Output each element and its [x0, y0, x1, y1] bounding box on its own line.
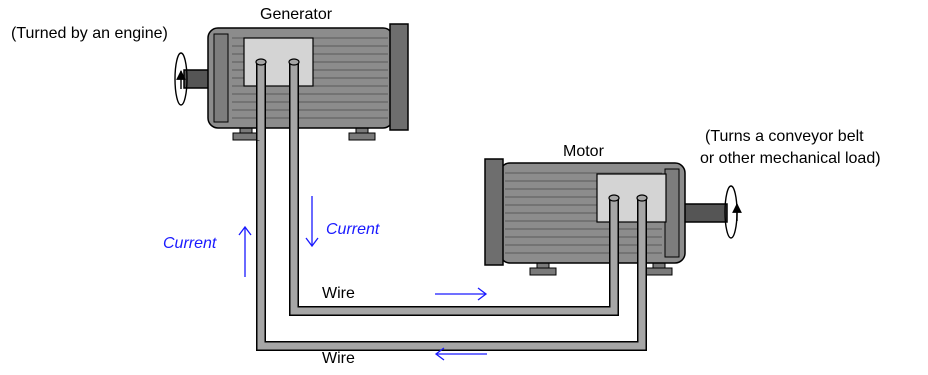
motor-label: Motor: [563, 143, 605, 160]
current-down-arrow-icon: [306, 196, 318, 246]
wire-bottom-label: Wire: [322, 350, 355, 367]
motor-end-bell: [485, 159, 503, 265]
generator-shaft: [184, 70, 210, 88]
motor-terminal-box: [597, 174, 666, 222]
load-note-line1: (Turns a conveyor belt: [705, 128, 864, 145]
engine-note: (Turned by an engine): [11, 25, 168, 42]
motor-shaft: [683, 204, 727, 222]
flow-right-arrow-icon: [435, 288, 486, 300]
motor: [485, 159, 727, 275]
current-left-label: Current: [163, 235, 217, 252]
generator-label: Generator: [260, 6, 333, 23]
generator-end-bell: [390, 24, 408, 130]
current-right-label: Current: [326, 221, 380, 238]
current-up-arrow-icon: [239, 227, 251, 277]
wire-top-label: Wire: [322, 285, 355, 302]
generator-terminal-box: [244, 38, 313, 86]
load-note-line2: or other mechanical load): [700, 150, 881, 167]
